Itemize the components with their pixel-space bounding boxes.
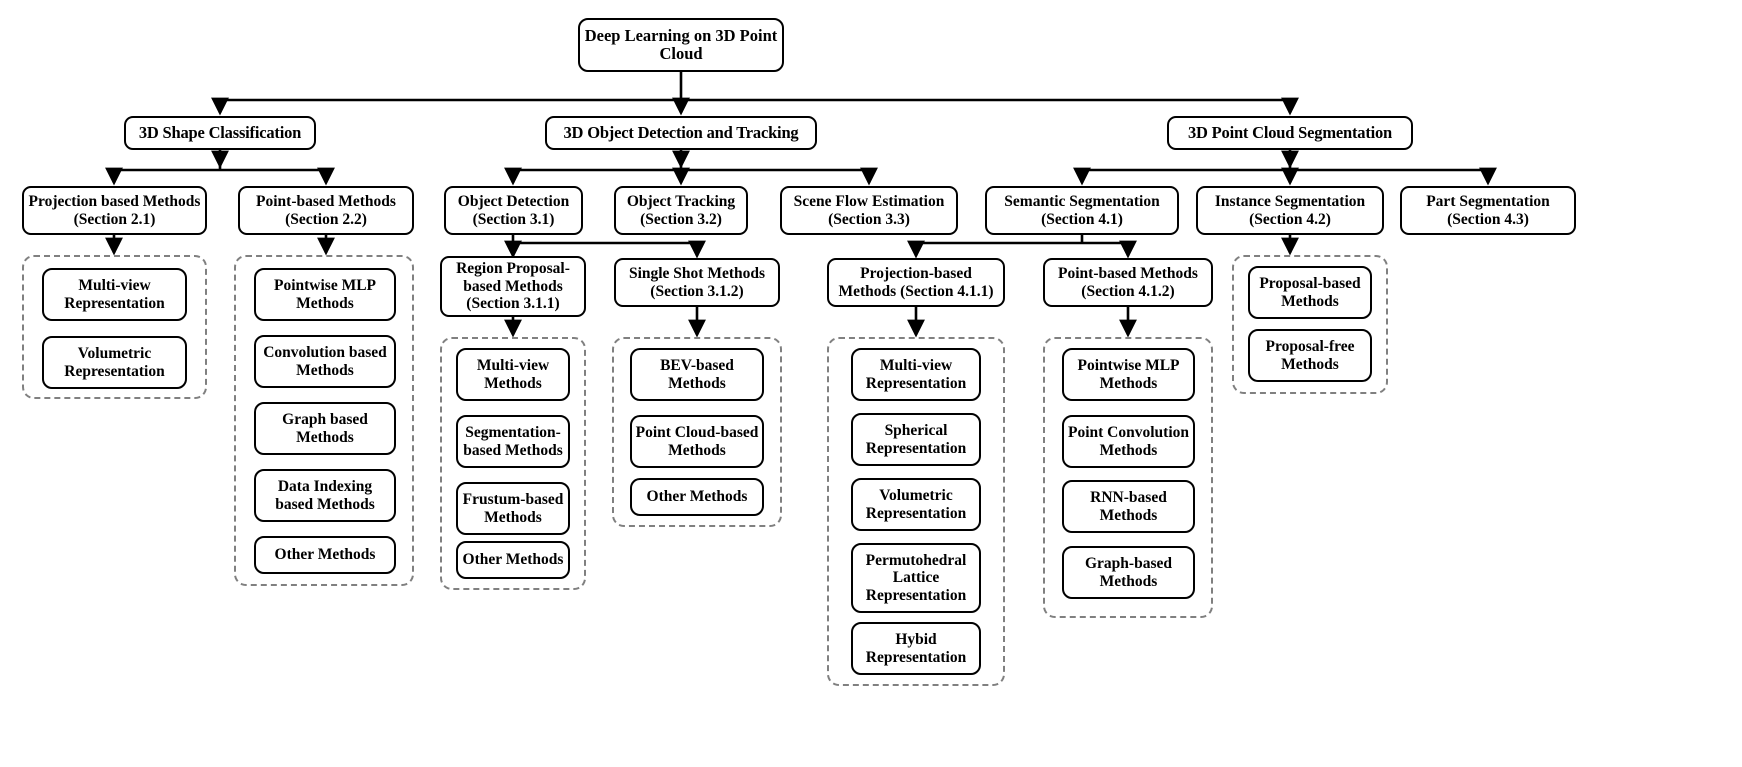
leaf-rnn-based-methods-4-1-2[interactable]: RNN-based Methods — [1062, 480, 1195, 533]
leaf-graph-based-methods-4-1-2-label: Graph-based Methods — [1085, 555, 1172, 590]
leaf-point-convolution-methods-4-1-2[interactable]: Point Convolution Methods — [1062, 415, 1195, 468]
node-part-segmentation-4-3-label: Part Segmentation (Section 4.3) — [1426, 193, 1550, 228]
node-3d-shape-classification[interactable]: 3D Shape Classification — [124, 116, 316, 150]
leaf-point-cloud-based-methods-3-1-2[interactable]: Point Cloud-based Methods — [630, 415, 764, 468]
leaf-proposal-free-methods-4-2[interactable]: Proposal-free Methods — [1248, 329, 1372, 382]
leaf-volumetric-representation-4-1-1-label: Volumetric Representation — [865, 487, 967, 522]
node-projection-based-methods-4-1-1-label: Projection-based Methods (Section 4.1.1) — [838, 265, 994, 300]
leaf-spherical-representation-4-1-1[interactable]: Spherical Representation — [851, 413, 981, 466]
group-single-shot-3-1-2 — [612, 337, 782, 527]
node-scene-flow-estimation-3-3[interactable]: Scene Flow Estimation (Section 3.3) — [780, 186, 958, 235]
node-semantic-segmentation-4-1[interactable]: Semantic Segmentation (Section 4.1) — [985, 186, 1179, 235]
node-object-tracking-3-2[interactable]: Object Tracking (Section 3.2) — [614, 186, 748, 235]
node-instance-segmentation-4-2-label: Instance Segmentation (Section 4.2) — [1214, 193, 1366, 228]
leaf-proposal-free-methods-4-2-label: Proposal-free Methods — [1265, 338, 1355, 373]
leaf-point-convolution-methods-4-1-2-label: Point Convolution Methods — [1067, 424, 1189, 459]
group-point-based-2-2 — [234, 255, 414, 586]
leaf-multi-view-representation-2-1-label: Multi-view Representation — [64, 277, 165, 312]
leaf-data-indexing-based-methods-2-2-label: Data Indexing based Methods — [275, 478, 375, 513]
leaf-other-methods-3-1-2-label: Other Methods — [646, 488, 748, 506]
leaf-multi-view-methods-3-1-1-label: Multi-view Methods — [476, 357, 550, 392]
node-point-based-methods-4-1-2[interactable]: Point-based Methods (Section 4.1.2) — [1043, 258, 1213, 307]
node-3d-object-detection-and-tracking[interactable]: 3D Object Detection and Tracking — [545, 116, 817, 150]
node-point-based-methods-2-2[interactable]: Point-based Methods (Section 2.2) — [238, 186, 414, 235]
node-object-detection-3-1[interactable]: Object Detection (Section 3.1) — [444, 186, 583, 235]
node-root[interactable]: Deep Learning on 3D Point Cloud — [578, 18, 784, 72]
leaf-proposal-based-methods-4-2[interactable]: Proposal-based Methods — [1248, 266, 1372, 319]
leaf-spherical-representation-4-1-1-label: Spherical Representation — [865, 422, 967, 457]
node-region-proposal-based-methods-3-1-1-label: Region Proposal-based Methods (Section 3… — [456, 260, 570, 313]
leaf-graph-based-methods-4-1-2[interactable]: Graph-based Methods — [1062, 546, 1195, 599]
node-semantic-segmentation-4-1-label: Semantic Segmentation (Section 4.1) — [1004, 193, 1160, 228]
leaf-multi-view-representation-4-1-1-label: Multi-view Representation — [865, 357, 967, 392]
leaf-bev-based-methods-3-1-2-label: BEV-based Methods — [660, 357, 734, 392]
node-single-shot-methods-3-1-2-label: Single Shot Methods (Section 3.1.2) — [628, 265, 766, 300]
group-instance-segmentation-4-2 — [1232, 255, 1388, 394]
node-point-based-methods-2-2-label: Point-based Methods (Section 2.2) — [256, 193, 396, 228]
leaf-hybid-representation-4-1-1-label: Hybid Representation — [865, 631, 967, 666]
leaf-multi-view-representation-4-1-1[interactable]: Multi-view Representation — [851, 348, 981, 401]
node-region-proposal-based-methods-3-1-1[interactable]: Region Proposal-based Methods (Section 3… — [440, 256, 586, 317]
leaf-other-methods-2-2[interactable]: Other Methods — [254, 536, 396, 574]
node-object-tracking-3-2-label: Object Tracking (Section 3.2) — [626, 193, 736, 228]
node-instance-segmentation-4-2[interactable]: Instance Segmentation (Section 4.2) — [1196, 186, 1384, 235]
leaf-frustum-based-methods-3-1-1-label: Frustum-based Methods — [462, 491, 564, 526]
node-scene-flow-estimation-3-3-label: Scene Flow Estimation (Section 3.3) — [793, 193, 945, 228]
leaf-permutohedral-lattice-representation-4-1-1[interactable]: Permutohedral Lattice Representation — [851, 543, 981, 613]
node-3d-point-cloud-segmentation[interactable]: 3D Point Cloud Segmentation — [1167, 116, 1413, 150]
leaf-convolution-based-methods-2-2[interactable]: Convolution based Methods — [254, 335, 396, 388]
leaf-segmentation-based-methods-3-1-1-label: Segmentation-based Methods — [463, 424, 563, 459]
group-projection-based-2-1 — [22, 255, 207, 399]
leaf-pointwise-mlp-methods-2-2-label: Pointwise MLP Methods — [273, 277, 377, 312]
leaf-frustum-based-methods-3-1-1[interactable]: Frustum-based Methods — [456, 482, 570, 535]
leaf-segmentation-based-methods-3-1-1[interactable]: Segmentation-based Methods — [456, 415, 570, 468]
leaf-graph-based-methods-2-2[interactable]: Graph based Methods — [254, 402, 396, 455]
node-3d-shape-classification-label: 3D Shape Classification — [138, 122, 302, 142]
node-object-detection-3-1-label: Object Detection (Section 3.1) — [457, 193, 570, 228]
leaf-convolution-based-methods-2-2-label: Convolution based Methods — [263, 344, 387, 379]
leaf-other-methods-3-1-1-label: Other Methods — [462, 551, 564, 569]
leaf-proposal-based-methods-4-2-label: Proposal-based Methods — [1259, 275, 1361, 310]
leaf-data-indexing-based-methods-2-2[interactable]: Data Indexing based Methods — [254, 469, 396, 522]
node-part-segmentation-4-3[interactable]: Part Segmentation (Section 4.3) — [1400, 186, 1576, 235]
leaf-permutohedral-lattice-representation-4-1-1-label: Permutohedral Lattice Representation — [865, 551, 967, 604]
group-region-proposal-based-3-1-1 — [440, 337, 586, 590]
leaf-graph-based-methods-2-2-label: Graph based Methods — [282, 411, 368, 446]
leaf-point-cloud-based-methods-3-1-2-label: Point Cloud-based Methods — [635, 424, 759, 459]
leaf-multi-view-representation-2-1[interactable]: Multi-view Representation — [42, 268, 187, 321]
node-3d-object-detection-and-tracking-label: 3D Object Detection and Tracking — [563, 122, 799, 142]
node-point-based-methods-4-1-2-label: Point-based Methods (Section 4.1.2) — [1058, 265, 1198, 300]
leaf-volumetric-representation-2-1[interactable]: Volumetric Representation — [42, 336, 187, 389]
leaf-multi-view-methods-3-1-1[interactable]: Multi-view Methods — [456, 348, 570, 401]
node-projection-based-methods-2-1-label: Projection based Methods (Section 2.1) — [28, 193, 201, 228]
leaf-pointwise-mlp-methods-4-1-2[interactable]: Pointwise MLP Methods — [1062, 348, 1195, 401]
group-point-based-4-1-2 — [1043, 337, 1213, 618]
node-projection-based-methods-2-1[interactable]: Projection based Methods (Section 2.1) — [22, 186, 207, 235]
leaf-volumetric-representation-2-1-label: Volumetric Representation — [64, 345, 165, 380]
leaf-other-methods-3-1-2[interactable]: Other Methods — [630, 478, 764, 516]
leaf-volumetric-representation-4-1-1[interactable]: Volumetric Representation — [851, 478, 981, 531]
group-projection-based-4-1-1 — [827, 337, 1005, 686]
node-root-label: Deep Learning on 3D Point Cloud — [584, 25, 778, 63]
node-single-shot-methods-3-1-2[interactable]: Single Shot Methods (Section 3.1.2) — [614, 258, 780, 307]
leaf-bev-based-methods-3-1-2[interactable]: BEV-based Methods — [630, 348, 764, 401]
leaf-hybid-representation-4-1-1[interactable]: Hybid Representation — [851, 622, 981, 675]
leaf-rnn-based-methods-4-1-2-label: RNN-based Methods — [1090, 489, 1167, 524]
leaf-pointwise-mlp-methods-2-2[interactable]: Pointwise MLP Methods — [254, 268, 396, 321]
node-projection-based-methods-4-1-1[interactable]: Projection-based Methods (Section 4.1.1) — [827, 258, 1005, 307]
leaf-pointwise-mlp-methods-4-1-2-label: Pointwise MLP Methods — [1077, 357, 1180, 392]
node-3d-point-cloud-segmentation-label: 3D Point Cloud Segmentation — [1187, 122, 1393, 142]
leaf-other-methods-2-2-label: Other Methods — [274, 546, 376, 564]
leaf-other-methods-3-1-1[interactable]: Other Methods — [456, 541, 570, 579]
